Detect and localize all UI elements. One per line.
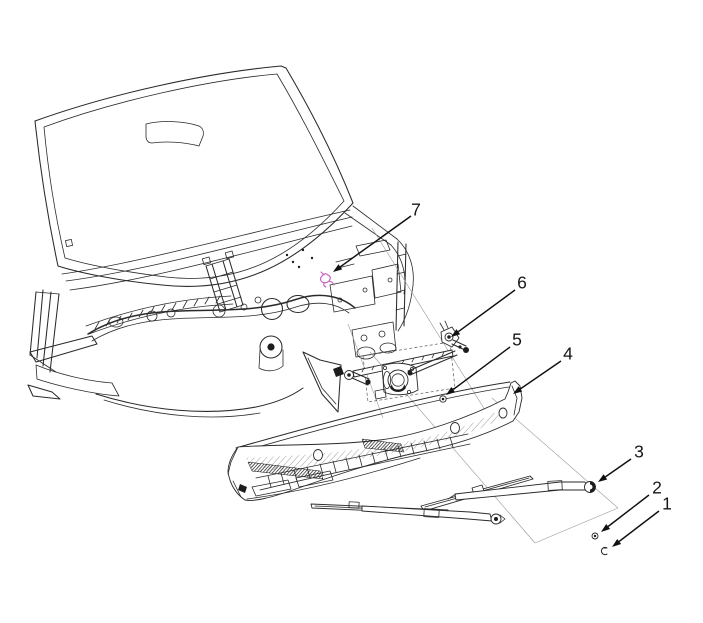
fastener-parts-drawing — [439, 395, 608, 556]
callout-4-label: 4 — [563, 343, 573, 364]
callout-4-arrow — [513, 360, 562, 394]
callout-3-arrow — [598, 458, 632, 482]
body-structure-drawing — [27, 205, 414, 418]
pivot-cap — [600, 546, 608, 556]
wiper-connector-highlight — [319, 271, 335, 288]
callout-2-arrow — [601, 494, 650, 532]
callout-5-arrow — [446, 346, 511, 395]
callout-6-arrow — [451, 289, 516, 337]
callout-3-label: 3 — [634, 441, 644, 462]
wiper-arms-drawing — [310, 475, 596, 525]
wiper-pivot-head — [590, 481, 596, 493]
pivot-nut — [591, 532, 599, 540]
callout-2-label: 2 — [652, 477, 662, 498]
windshield-drawing — [34, 65, 354, 287]
callout-1-arrow — [612, 510, 660, 547]
mounting-outline-dashed — [362, 341, 456, 403]
callout-7-label: 7 — [411, 199, 421, 220]
callout-6-label: 6 — [517, 272, 527, 293]
callout-1-label: 1 — [662, 493, 672, 514]
cowl-top-cover-drawing — [227, 380, 523, 501]
callout-5-label: 5 — [512, 329, 522, 350]
callout-7-arrow — [333, 215, 412, 272]
callout-arrows — [333, 215, 660, 547]
wiper-motor-linkage-drawing — [333, 320, 469, 403]
mounting-bolt — [439, 395, 447, 403]
